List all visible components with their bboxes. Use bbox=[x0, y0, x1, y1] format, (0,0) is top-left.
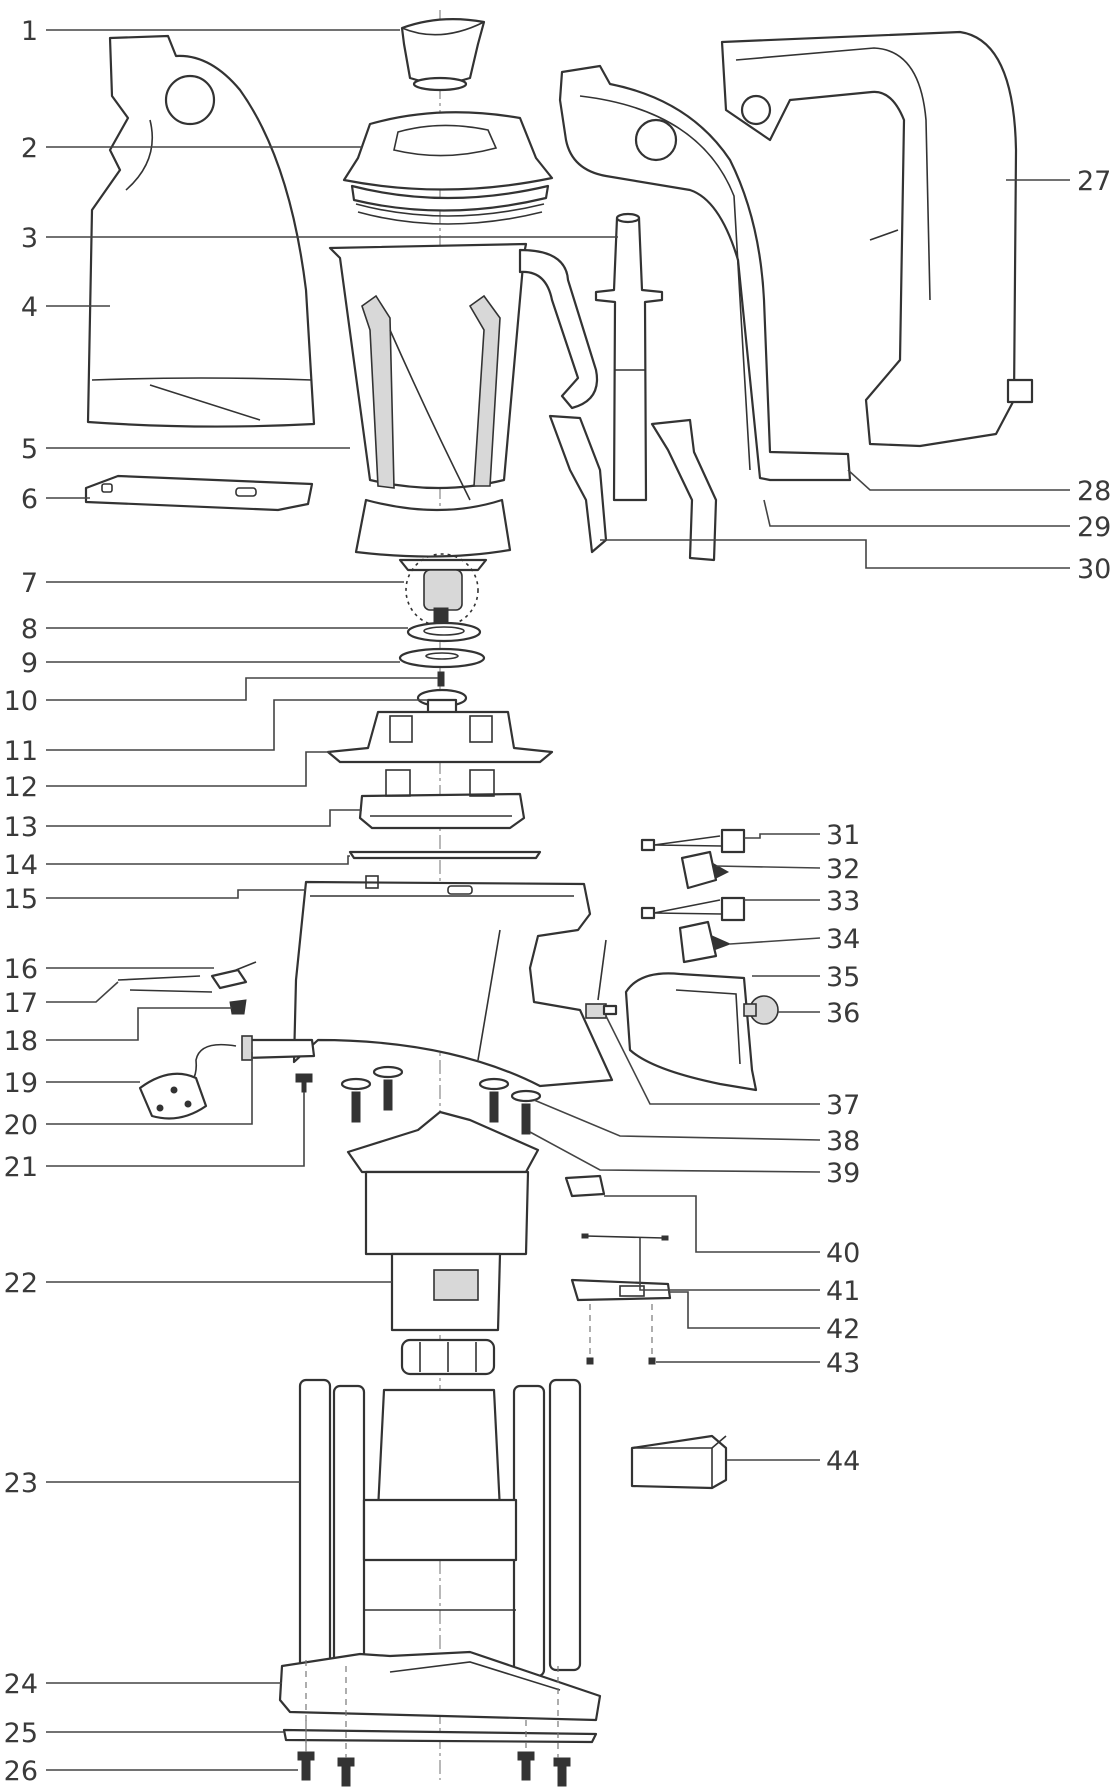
part-tamper bbox=[594, 212, 664, 502]
part-seal-ring bbox=[406, 621, 482, 643]
callout-label-27: 27 bbox=[1077, 166, 1111, 197]
callout-label-30: 30 bbox=[1077, 554, 1111, 585]
part-lid bbox=[342, 111, 554, 225]
part-bottom-screws bbox=[297, 1720, 571, 1787]
part-foot-screw bbox=[295, 1073, 313, 1093]
part-switch-34 bbox=[678, 920, 732, 964]
part-guard bbox=[548, 414, 718, 562]
callout-label-32: 32 bbox=[826, 854, 860, 885]
callout-label-11: 11 bbox=[4, 736, 38, 767]
callout-label-18: 18 bbox=[4, 1026, 38, 1057]
part-screws-43 bbox=[586, 1304, 656, 1365]
callout-label-43: 43 bbox=[826, 1348, 860, 1379]
callout-label-1: 1 bbox=[21, 16, 38, 47]
part-switch-32 bbox=[680, 850, 730, 890]
part-base-tray bbox=[278, 1650, 602, 1722]
part-wire-41 bbox=[581, 1233, 669, 1241]
part-base-housing bbox=[292, 875, 614, 1088]
callout-label-35: 35 bbox=[826, 962, 860, 993]
part-gasket bbox=[348, 850, 542, 860]
part-clip-40 bbox=[564, 1174, 606, 1198]
part-bottom-plate bbox=[282, 1728, 598, 1744]
callout-label-15: 15 bbox=[4, 884, 38, 915]
part-motor bbox=[346, 1110, 540, 1376]
callout-label-21: 21 bbox=[4, 1152, 38, 1183]
callout-label-34: 34 bbox=[826, 924, 860, 955]
callout-label-12: 12 bbox=[4, 772, 38, 803]
part-cover-plate bbox=[570, 1278, 672, 1302]
part-knob bbox=[743, 995, 779, 1025]
part-jar bbox=[328, 242, 599, 558]
callout-label-5: 5 bbox=[21, 434, 38, 465]
callout-label-42: 42 bbox=[826, 1314, 860, 1345]
part-washer bbox=[398, 647, 486, 669]
callout-label-26: 26 bbox=[4, 1756, 38, 1787]
part-drive-housing bbox=[358, 769, 526, 830]
callout-label-22: 22 bbox=[4, 1268, 38, 1299]
callout-label-39: 39 bbox=[826, 1158, 860, 1189]
part-power-cord bbox=[138, 1038, 316, 1120]
part-wire-31 bbox=[640, 828, 746, 854]
part-body-frame bbox=[298, 1378, 582, 1678]
callout-label-38: 38 bbox=[826, 1126, 860, 1157]
callout-label-6: 6 bbox=[21, 484, 38, 515]
callout-label-4: 4 bbox=[21, 292, 38, 323]
callout-label-40: 40 bbox=[826, 1238, 860, 1269]
part-wire-33 bbox=[640, 896, 746, 922]
part-control-bracket bbox=[624, 972, 758, 1092]
callout-labels: 1 2 3 4 5 6 7 8 9 10 11 12 13 14 15 16 1… bbox=[4, 16, 1112, 1787]
part-pin bbox=[437, 671, 445, 687]
callout-label-41: 41 bbox=[826, 1276, 860, 1307]
callout-label-16: 16 bbox=[4, 954, 38, 985]
part-lid-plug bbox=[400, 18, 486, 92]
callout-label-33: 33 bbox=[826, 886, 860, 917]
callout-label-19: 19 bbox=[4, 1068, 38, 1099]
part-clip-18 bbox=[229, 999, 247, 1015]
part-bracket-plate bbox=[84, 474, 314, 512]
callout-label-14: 14 bbox=[4, 850, 38, 881]
callout-label-9: 9 bbox=[21, 648, 38, 679]
part-foam-block bbox=[630, 1434, 728, 1490]
callout-label-44: 44 bbox=[826, 1446, 860, 1477]
part-blade-assembly bbox=[398, 553, 488, 627]
callout-label-3: 3 bbox=[21, 223, 38, 254]
part-bushings bbox=[340, 1065, 542, 1135]
callout-label-17: 17 bbox=[4, 988, 38, 1019]
callout-label-13: 13 bbox=[4, 812, 38, 843]
part-side-frame-trim bbox=[579, 95, 751, 471]
callout-label-24: 24 bbox=[4, 1669, 38, 1700]
callout-label-37: 37 bbox=[826, 1090, 860, 1121]
callout-label-36: 36 bbox=[826, 998, 860, 1029]
part-wire-17 bbox=[117, 975, 213, 993]
part-shaft bbox=[585, 939, 618, 1019]
callout-label-29: 29 bbox=[1077, 512, 1111, 543]
part-side-frame bbox=[558, 64, 852, 482]
part-grommet bbox=[241, 1035, 253, 1061]
part-switch-16 bbox=[210, 961, 257, 990]
part-large-cover bbox=[720, 30, 1034, 448]
callout-label-2: 2 bbox=[21, 133, 38, 164]
callout-label-23: 23 bbox=[4, 1468, 38, 1499]
leader-lines bbox=[46, 29, 1070, 1771]
callout-label-10: 10 bbox=[4, 686, 38, 717]
part-side-panel bbox=[86, 34, 316, 428]
callout-label-28: 28 bbox=[1077, 476, 1111, 507]
callout-label-8: 8 bbox=[21, 614, 38, 645]
callout-label-31: 31 bbox=[826, 820, 860, 851]
part-mounting-plate bbox=[326, 710, 554, 764]
callout-label-7: 7 bbox=[21, 568, 38, 599]
callout-label-25: 25 bbox=[4, 1718, 38, 1749]
callout-label-20: 20 bbox=[4, 1110, 38, 1141]
